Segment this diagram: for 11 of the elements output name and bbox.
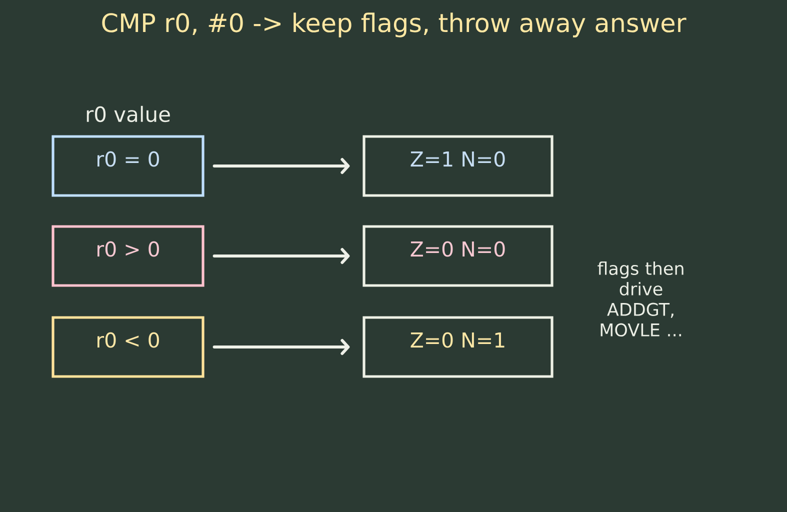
arrow xyxy=(212,339,350,355)
note-text: flags then drive ADDGT, MOVLE ... xyxy=(598,261,684,337)
flags-box: Z=0 N=1 xyxy=(362,316,554,378)
arrow xyxy=(212,248,350,264)
value-box: r0 > 0 xyxy=(52,225,204,287)
arrow xyxy=(212,158,350,174)
flags-box: Z=1 N=0 xyxy=(362,135,554,197)
value-box: r0 < 0 xyxy=(52,316,204,378)
value-box: r0 = 0 xyxy=(52,135,204,197)
flags-box: Z=0 N=0 xyxy=(362,225,554,287)
title: CMP r0, #0 -> keep flags, throw away answer xyxy=(102,12,686,38)
